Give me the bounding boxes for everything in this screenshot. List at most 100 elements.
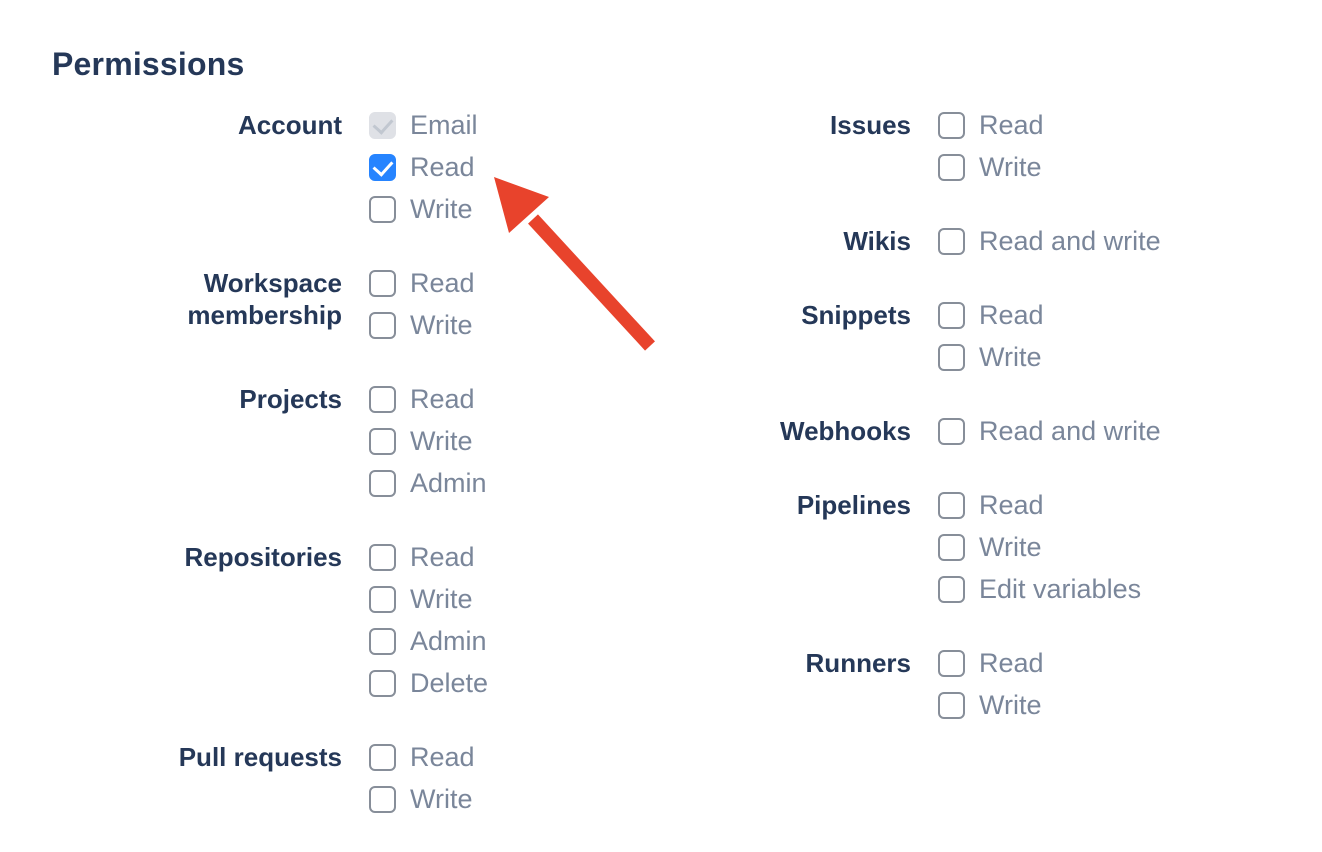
group-label-account: Account [238,110,342,140]
group-label-pipelines: Pipelines [796,490,911,520]
permission-option-account-write[interactable]: Write [369,188,478,230]
option-label: Write [979,689,1042,720]
permission-option-runners-write[interactable]: Write [938,684,1044,726]
checkbox-snippets-read[interactable] [938,301,965,329]
option-label: Write [410,425,473,456]
permission-option-pull-requests-write[interactable]: Write [369,778,475,820]
checkbox-projects-read[interactable] [369,385,396,413]
checkbox-repositories-read[interactable] [369,543,396,571]
permission-option-snippets-read[interactable]: Read [938,294,1044,336]
permission-option-projects-read[interactable]: Read [369,378,487,420]
checkbox-webhooks-read-and-write[interactable] [938,417,965,445]
option-label: Write [979,531,1042,562]
group-label-wikis: Wikis [843,226,911,256]
checkbox-runners-read[interactable] [938,649,965,677]
checkbox-account-email [369,111,396,139]
checkbox-pipelines-write[interactable] [938,533,965,561]
permission-option-projects-write[interactable]: Write [369,420,487,462]
permission-option-projects-admin[interactable]: Admin [369,462,487,504]
checkbox-pull-requests-write[interactable] [369,785,396,813]
checkbox-wikis-read-and-write[interactable] [938,227,965,255]
permission-group-wikis: Wikis Read and write [711,220,1161,262]
checkbox-issues-read[interactable] [938,111,965,139]
option-label: Email [410,109,478,140]
checkbox-repositories-delete[interactable] [369,669,396,697]
permission-option-account-email: Email [369,104,478,146]
permission-option-workspace-membership-write[interactable]: Write [369,304,475,346]
checkbox-pipelines-read[interactable] [938,491,965,519]
option-label: Read [979,489,1044,520]
permission-option-repositories-admin[interactable]: Admin [369,620,488,662]
options-list: Read and write [938,220,1161,262]
group-label-runners: Runners [805,648,911,678]
option-label: Delete [410,667,489,698]
group-label-snippets: Snippets [801,300,911,330]
permission-option-repositories-write[interactable]: Write [369,578,488,620]
checkbox-workspace-membership-read[interactable] [369,269,396,297]
permission-option-repositories-read[interactable]: Read [369,536,488,578]
page-title: Permissions [52,46,245,82]
checkbox-projects-write[interactable] [369,427,396,455]
options-list: Read and write [938,410,1161,452]
checkbox-repositories-admin[interactable] [369,627,396,655]
checkbox-repositories-write[interactable] [369,585,396,613]
option-label: Read and write [979,415,1161,446]
option-label: Admin [410,467,487,498]
permission-option-wikis-read-and-write[interactable]: Read and write [938,220,1161,262]
checkbox-account-write[interactable] [369,195,396,223]
permission-option-runners-read[interactable]: Read [938,642,1044,684]
permission-option-account-read[interactable]: Read [369,146,478,188]
checkbox-projects-admin[interactable] [369,469,396,497]
checkbox-workspace-membership-write[interactable] [369,311,396,339]
permission-option-issues-write[interactable]: Write [938,146,1044,188]
checkbox-pipelines-edit-variables[interactable] [938,575,965,603]
group-label-webhooks: Webhooks [780,416,911,446]
checkbox-account-read[interactable] [369,153,396,181]
permission-option-issues-read[interactable]: Read [938,104,1044,146]
group-label-workspace-membership: Workspace membership [187,268,342,330]
option-label: Read [410,741,475,772]
permission-option-snippets-write[interactable]: Write [938,336,1044,378]
option-label: Read [979,647,1044,678]
option-label: Read [979,299,1044,330]
checkbox-snippets-write[interactable] [938,343,965,371]
permission-option-webhooks-read-and-write[interactable]: Read and write [938,410,1161,452]
option-label: Read [410,383,475,414]
checkbox-pull-requests-read[interactable] [369,743,396,771]
option-label: Read [410,267,475,298]
checkbox-runners-write[interactable] [938,691,965,719]
permission-option-pipelines-read[interactable]: Read [938,484,1141,526]
permission-option-pipelines-edit-variables[interactable]: Edit variables [938,568,1141,610]
group-label-projects: Projects [239,384,342,414]
option-label: Admin [410,625,487,656]
permission-option-workspace-membership-read[interactable]: Read [369,262,475,304]
option-label: Read [410,541,475,572]
group-label-pull-requests: Pull requests [178,742,342,772]
permission-option-pipelines-write[interactable]: Write [938,526,1141,568]
group-label-issues: Issues [830,110,911,140]
permission-option-repositories-delete[interactable]: Delete [369,662,488,704]
group-label-repositories: Repositories [184,542,343,572]
permission-option-pull-requests-read[interactable]: Read [369,736,475,778]
checkbox-issues-write[interactable] [938,153,965,181]
permission-group-webhooks: Webhooks Read and write [711,410,1161,452]
